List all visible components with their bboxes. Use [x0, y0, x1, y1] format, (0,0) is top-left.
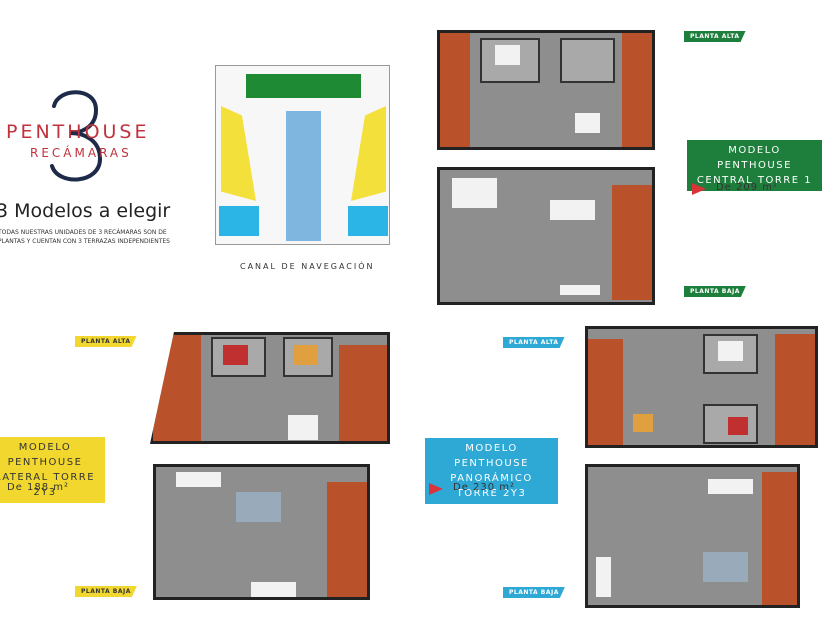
model-name: MODELO PENTHOUSE	[7, 442, 83, 468]
description: TODAS NUESTRAS UNIDADES DE 3 RECÁMARAS S…	[0, 228, 170, 246]
model-label-central: MODELO PENTHOUSE CENTRAL TORRE 1	[687, 140, 822, 191]
model-tower: LATERAL TORRE 2Y3	[0, 472, 96, 498]
tag-planta-baja: PLANTA BAJA	[684, 286, 746, 297]
central-tower	[286, 111, 321, 241]
floor-plan-panoramic-lower	[585, 464, 800, 608]
floor-plan-lateral-lower	[153, 464, 370, 600]
lateral-tower-right	[351, 106, 386, 201]
model-name: MODELO PENTHOUSE	[717, 145, 792, 171]
model-area: De 188 m²	[7, 482, 70, 493]
logo-subtitle: RECÁMARAS	[30, 146, 132, 160]
model-tower: CENTRAL TORRE 1	[696, 175, 813, 186]
floor-plan-central-upper	[437, 30, 655, 150]
floor-plan-panoramic-upper	[585, 326, 818, 448]
model-label-panoramic: MODELO PENTHOUSE PANORÁMICO TORRE 2Y3	[425, 438, 558, 504]
site-plan-caption: CANAL DE NAVEGACIÓN	[240, 262, 375, 271]
tag-planta-baja: PLANTA BAJA	[503, 587, 565, 598]
logo-number-graphic	[50, 90, 103, 182]
heading: 3 Modelos a elegir	[0, 200, 171, 222]
model-name: MODELO PENTHOUSE	[454, 443, 529, 469]
description-line: TODAS NUESTRAS UNIDADES DE 3 RECÁMARAS S…	[0, 229, 167, 236]
arrow-icon	[692, 183, 706, 195]
tag-planta-baja: PLANTA BAJA	[75, 586, 137, 597]
floor-plan-central-lower	[437, 167, 655, 305]
floor-plan-lateral-upper	[150, 332, 390, 444]
site-plan	[215, 65, 390, 245]
model-area: De 209 m²	[716, 182, 779, 193]
model-tower: PANORÁMICO TORRE 2Y3	[450, 473, 533, 499]
lateral-tower-left	[221, 106, 256, 201]
tag-planta-alta: PLANTA ALTA	[75, 336, 137, 347]
tag-planta-alta: PLANTA ALTA	[684, 31, 746, 42]
panoramic-tower-right	[348, 206, 388, 236]
arrow-icon	[429, 483, 443, 495]
panoramic-tower-left	[219, 206, 259, 236]
logo-title: PENTHOUSE	[6, 121, 150, 143]
description-line: PLANTAS Y CUENTAN CON 3 TERRAZAS INDEPEN…	[0, 238, 170, 245]
tag-planta-alta: PLANTA ALTA	[503, 337, 565, 348]
pool-area	[246, 74, 361, 98]
model-area: De 230 m²	[453, 482, 516, 493]
model-label-lateral: MODELO PENTHOUSE LATERAL TORRE 2Y3	[0, 437, 105, 503]
